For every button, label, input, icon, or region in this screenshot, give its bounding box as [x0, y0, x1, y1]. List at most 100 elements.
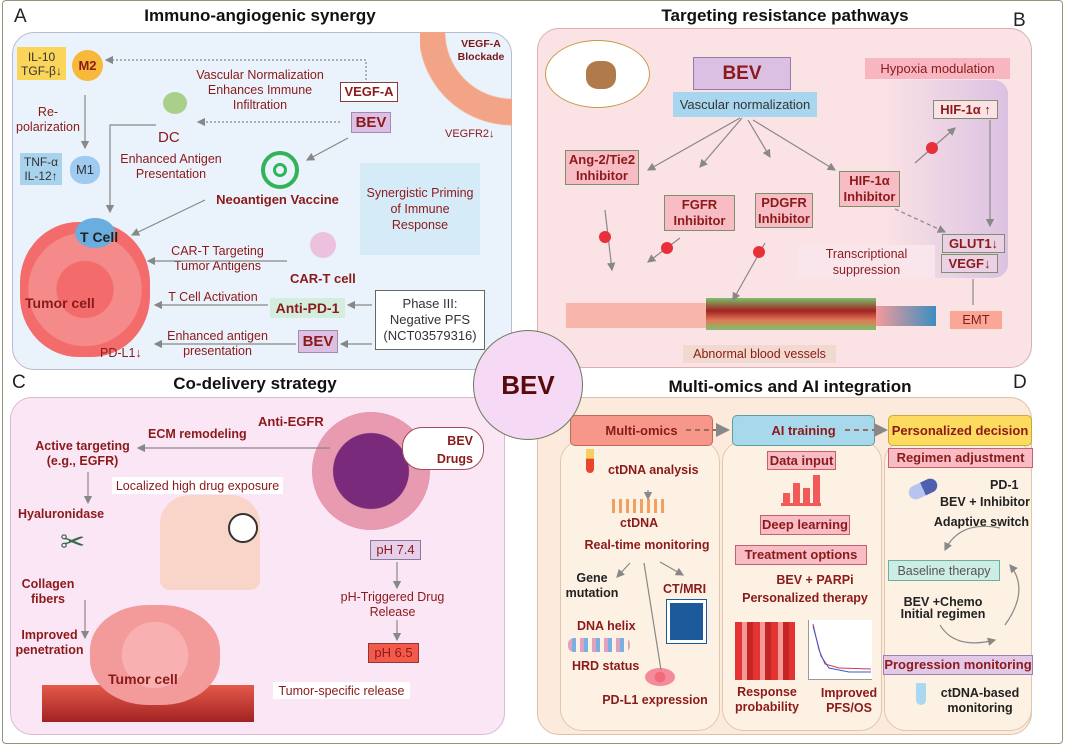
dna-helix-icon: [568, 638, 630, 652]
tumor-cell-label-a: Tumor cell: [25, 295, 95, 311]
panel-c-letter: C: [12, 372, 26, 393]
deep-learning-box: Deep learning: [760, 515, 850, 535]
bev-inhibitor-label: BEV + Inhibitor: [940, 495, 1030, 509]
magnified-tissue-icon: [228, 513, 258, 543]
initial-regimen-label: Initial regimen: [900, 607, 986, 621]
panel-a-title: Immuno-angiogenic synergy: [144, 6, 376, 25]
survival-curve-image: [808, 620, 872, 680]
cart-cell-label: CAR-T cell: [290, 271, 356, 286]
tgfb-label: TGF-β↓: [21, 63, 62, 78]
bev-parpi-label: BEV + PARPi: [776, 573, 854, 587]
vegfa-box: VEGF-A: [340, 82, 398, 102]
column-ai: [722, 440, 882, 731]
dc-label: DC: [158, 129, 180, 146]
il12-label: IL-12↑: [24, 169, 58, 183]
t-cell-icon: [75, 218, 115, 248]
active-targeting-label: Active targeting(e.g., EGFR): [35, 439, 130, 468]
column-multiomics: [560, 440, 720, 731]
ecm-remodeling-label: ECM remodeling: [148, 427, 247, 441]
emt-box: EMT: [950, 311, 1002, 329]
ct-mri-label: CT/MRI: [663, 582, 707, 596]
hyaluronidase-label: Hyaluronidase: [18, 507, 105, 521]
vascular-normalization-box: Vascular normalization: [673, 92, 817, 117]
heatmap-image: [735, 622, 795, 680]
dna-helix-label: DNA helix: [577, 619, 636, 633]
bev-box-a2: BEV: [298, 330, 338, 353]
bev-box-b: BEV: [693, 57, 791, 90]
vessel-wall-image: [420, 32, 512, 127]
pd1-label: PD-1: [990, 478, 1019, 492]
hypoxia-modulation-box: Hypoxia modulation: [865, 58, 1010, 79]
pdl1-expression-label: PD-L1 expression: [602, 693, 708, 707]
t-cell-activation-text: T Cell Activation: [168, 290, 258, 304]
vegf-box: VEGF↓: [941, 254, 998, 273]
phase3-box: Phase III:Negative PFS(NCT03579316): [375, 290, 485, 350]
ct-scanner-icon: [666, 599, 707, 644]
progression-monitoring-box: Progression monitoring: [883, 655, 1033, 675]
tumor-cluster-c-image: [90, 605, 220, 705]
m1-macrophage: M1: [70, 156, 100, 184]
ph65-box: pH 6.5: [368, 643, 419, 663]
tumor-cell-label-c: Tumor cell: [108, 671, 178, 687]
adaptive-switch-label: Adaptive switch: [933, 515, 1030, 529]
herbal-plant-image: [545, 40, 650, 108]
t-cell-label: T Cell: [80, 229, 119, 245]
target-icon: [261, 151, 299, 189]
center-bev-circle: BEV: [473, 330, 583, 440]
panel-c-title: Co-delivery strategy: [173, 374, 337, 393]
ctdna-label: ctDNA: [620, 516, 659, 530]
tnfa-label: TNF-α: [23, 155, 59, 169]
ai-training-header: AI training: [732, 415, 875, 446]
ctdna-analysis-label: ctDNA analysis: [608, 463, 699, 477]
ph74-box: pH 7.4: [370, 540, 421, 560]
cart-cell-icon: [310, 232, 336, 258]
personalized-therapy-label: Personalized therapy: [742, 591, 868, 605]
bar-chart-icon: [781, 475, 821, 506]
panel-a-letter: A: [14, 6, 27, 27]
panel-d-letter: D: [1013, 372, 1027, 393]
normal-vessel-image: [566, 303, 706, 328]
regimen-adjustment-box: Regimen adjustment: [888, 448, 1033, 468]
neoantigen-vaccine-label: Neoantigen Vaccine: [216, 192, 339, 207]
pdl1-down-label: PD-L1↓: [100, 346, 142, 360]
hif-up-box: HIF-1α ↑: [933, 100, 998, 119]
anti-pd1-box: Anti-PD-1: [270, 298, 345, 318]
repolarization-label: Re-polarization: [16, 105, 80, 134]
anti-egfr-label: Anti-EGFR: [258, 414, 324, 429]
multiomics-header: Multi-omics: [570, 415, 713, 446]
tumor-specific-release-label: Tumor-specific release: [273, 682, 410, 699]
pdl1-cluster-icon: [645, 668, 675, 686]
sample-tube-icon: [916, 683, 926, 705]
data-input-box: Data input: [767, 451, 836, 470]
treatment-options-box: Treatment options: [735, 545, 867, 565]
scissors-icon: ✂: [60, 526, 86, 559]
abnormal-vessels-label: Abnormal blood vessels: [683, 345, 836, 363]
panel-d-title: Multi-omics and AI integration: [668, 377, 912, 396]
test-tube-icon: [586, 449, 594, 473]
normalized-vessel-image: [876, 306, 936, 326]
vegfr2-label: VEGFR2↓: [445, 128, 495, 140]
dendritic-cell-icon: [163, 92, 187, 114]
bev-chemo-label: BEV +Chemo: [903, 595, 983, 609]
il10-label: IL-10: [27, 49, 56, 64]
bev-label-c: BEV: [447, 434, 473, 448]
abnormal-vessel-image: [706, 298, 876, 330]
